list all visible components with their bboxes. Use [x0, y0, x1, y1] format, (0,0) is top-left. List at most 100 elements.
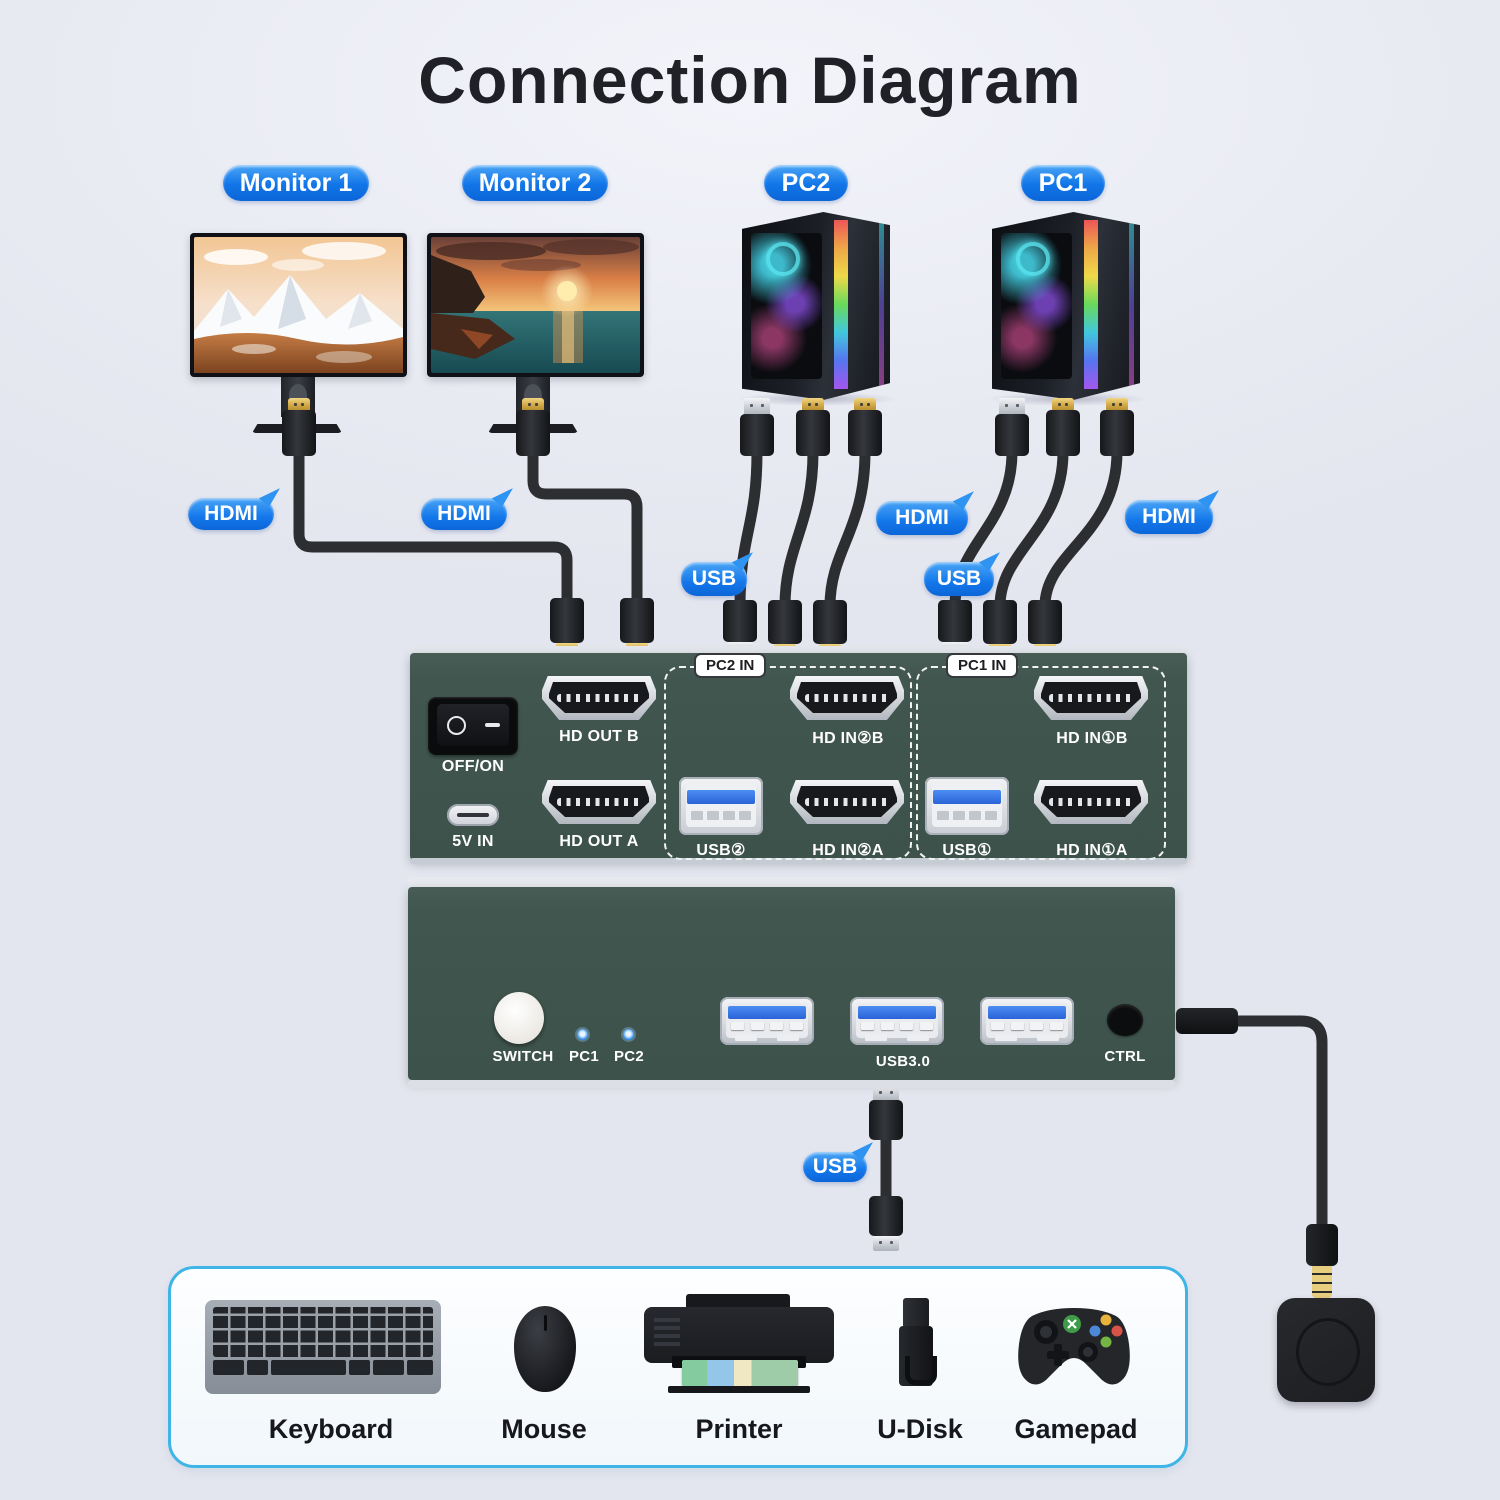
pc1-hdmi-cable-1	[994, 451, 1069, 607]
usb3-port-3	[980, 997, 1074, 1045]
hdmi-in-1b-port	[1034, 676, 1148, 720]
pc1-rgb-strip	[1083, 219, 1098, 389]
ctrl-remote-cable	[1236, 1015, 1328, 1228]
mouse-label: Mouse	[501, 1414, 587, 1444]
remote-button-icon	[1296, 1318, 1360, 1386]
power-switch	[428, 697, 518, 755]
hdmi-out-a-port	[542, 780, 656, 824]
power-on-symbol-icon	[484, 723, 500, 727]
udisk-hook	[905, 1356, 937, 1385]
pc1-usb-label-text: USB	[936, 567, 982, 590]
usb-tongue-icon	[932, 789, 1002, 804]
udisk-cap	[903, 1298, 929, 1328]
pc2-usb-label: USB	[681, 562, 747, 596]
led-pc1	[577, 1029, 588, 1040]
monitor2-image	[427, 233, 644, 377]
printer-lid	[686, 1294, 790, 1310]
pc2-hdmi-label: HDMI	[876, 501, 968, 535]
keyboard-spacebar-icon	[213, 1359, 433, 1375]
usb-1-label: USB①	[942, 842, 992, 859]
pc1-hdmi-label-text: HDMI	[1142, 505, 1196, 528]
hdmi-in-2a-port	[790, 780, 904, 824]
monitor1-screen-mountains	[194, 237, 403, 373]
hdmi-pins-icon	[1048, 798, 1134, 807]
hdmi-pins-icon	[804, 798, 890, 807]
pc1-in-group	[916, 666, 1166, 860]
kvm-front-top-edge	[408, 877, 1175, 887]
usb-contacts-icon	[936, 810, 998, 820]
pc2-hdmi-cable-2	[824, 451, 871, 607]
printer-icon	[644, 1294, 834, 1394]
remote-jack-plug-body	[1306, 1224, 1338, 1266]
usb-tongue-icon	[857, 1005, 937, 1019]
usb-2-port	[679, 777, 763, 835]
usb3-hub-label: USB3.0	[875, 1053, 931, 1070]
hdmi-in-2b-label: HD IN②B	[812, 730, 884, 747]
peripheral-usb-label: USB	[803, 1152, 867, 1182]
kvm-top-bottom-edge	[410, 858, 1187, 864]
pc2-rgb-strip	[833, 219, 848, 389]
pc1-hdmi-label: HDMI	[1125, 500, 1213, 534]
hdmi-in-1a-label: HD IN①A	[1056, 842, 1128, 859]
remote-control	[1277, 1298, 1375, 1402]
pc1-hdmi-cable-2	[1039, 451, 1123, 607]
monitor2-hdmi-label-text: HDMI	[437, 502, 491, 525]
power-rocker	[437, 704, 509, 746]
hdmi-in-2b-port	[790, 676, 904, 720]
pc2-front-glow	[879, 223, 884, 389]
badge-monitor1: Monitor 1	[223, 165, 369, 201]
power-off-symbol-icon	[446, 715, 466, 735]
pc2-tower-image	[742, 212, 890, 400]
usb-contacts-icon	[731, 1021, 803, 1030]
pc1-rgb-fan-icon	[1015, 242, 1050, 277]
pc2-hdmi-label-text: HDMI	[895, 506, 949, 529]
power-switch-label: OFF/ON	[441, 758, 505, 775]
mouse-wheel-icon	[543, 1315, 547, 1331]
printer-paper-icon	[682, 1360, 798, 1386]
kvm-top-edge	[410, 646, 1187, 654]
hdmi-out-b-port	[542, 676, 656, 720]
pc1-front-glow	[1129, 223, 1134, 389]
hdmi-pins-icon	[556, 694, 642, 703]
ctrl-jack-label: CTRL	[1104, 1048, 1146, 1065]
hdmi-pins-icon	[804, 694, 890, 703]
hdmi-in-1b-label: HD IN①B	[1056, 730, 1128, 747]
usb-2-label: USB②	[696, 842, 746, 859]
usb-tabs-icon	[865, 1034, 929, 1041]
printer-label: Printer	[695, 1414, 783, 1444]
pc1-tower-image	[992, 212, 1140, 400]
usb-contacts-icon	[861, 1021, 933, 1030]
monitor2-hdmi-label: HDMI	[421, 498, 507, 530]
gamepad-label: Gamepad	[1014, 1414, 1138, 1444]
hdmi-out-b-label: HD OUT B	[559, 728, 639, 745]
pc1-usb-label: USB	[924, 562, 994, 596]
pc2-hdmi-cable-1	[779, 451, 819, 607]
udisk-label: U-Disk	[877, 1414, 963, 1444]
pc2-usb-label-text: USB	[691, 567, 737, 590]
led-pc2-label: PC2	[613, 1048, 645, 1065]
usb-tongue-icon	[727, 1005, 807, 1019]
keyboard-icon	[205, 1300, 441, 1394]
pc2-in-group-title: PC2 IN	[694, 653, 767, 678]
monitor2-hdmi-cable	[527, 450, 643, 606]
pc1-in-group-title: PC1 IN	[946, 653, 1019, 678]
mouse-icon	[514, 1306, 576, 1392]
usb-1-port	[925, 777, 1009, 835]
hdmi-in-2a-label: HD IN②A	[812, 842, 884, 859]
usb3-port-2	[850, 997, 944, 1045]
monitor1-hdmi-label-text: HDMI	[204, 502, 258, 525]
keyboard-keys-icon	[213, 1307, 433, 1357]
usb-contacts-icon	[690, 810, 752, 820]
badge-pc1: PC1	[1021, 165, 1105, 201]
hdmi-out-a-label: HD OUT A	[559, 833, 639, 850]
monitor1-image	[190, 233, 407, 377]
pc2-rgb-fan-icon	[765, 242, 800, 277]
monitor1-hdmi-label: HDMI	[188, 498, 274, 530]
pc2-glass-panel	[750, 232, 822, 380]
monitor2-screen-sunset	[431, 237, 640, 373]
kvm-front-bottom-edge	[408, 1080, 1175, 1088]
peripheral-usb-label-text: USB	[812, 1155, 858, 1178]
hdmi-pins-icon	[1048, 694, 1134, 703]
usb-tongue-icon	[686, 789, 756, 804]
